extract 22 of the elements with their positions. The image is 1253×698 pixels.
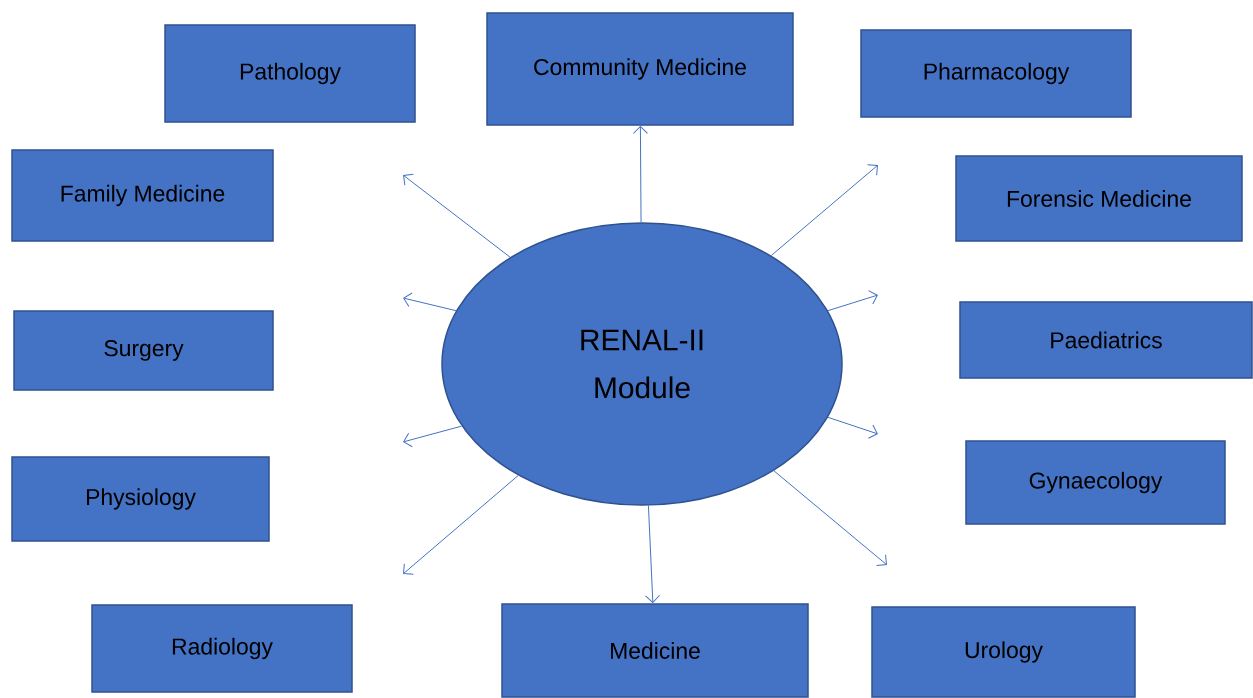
subject-box: Paediatrics: [959, 301, 1253, 379]
arrow: [773, 470, 887, 566]
arrow: [632, 125, 648, 223]
subject-box: Pharmacology: [860, 29, 1132, 118]
arrow: [403, 292, 457, 312]
subject-box: Gynaecology: [965, 440, 1226, 525]
subject-box: Pathology: [164, 24, 416, 123]
arrow: [770, 164, 878, 257]
arrow: [403, 173, 511, 258]
subject-box: Forensic Medicine: [955, 155, 1243, 242]
subject-box: Surgery: [13, 310, 274, 391]
arrow: [403, 425, 463, 448]
subject-box: Community Medicine: [486, 12, 794, 126]
subject-box: Physiology: [11, 456, 270, 542]
subject-box: Urology: [871, 606, 1136, 698]
subject-box: Family Medicine: [11, 149, 274, 242]
subject-box: Radiology: [91, 604, 353, 693]
subject-box: Medicine: [501, 603, 809, 698]
arrow: [827, 290, 878, 312]
arrow: [403, 475, 519, 575]
arrow: [645, 505, 660, 604]
arrow: [827, 416, 878, 439]
